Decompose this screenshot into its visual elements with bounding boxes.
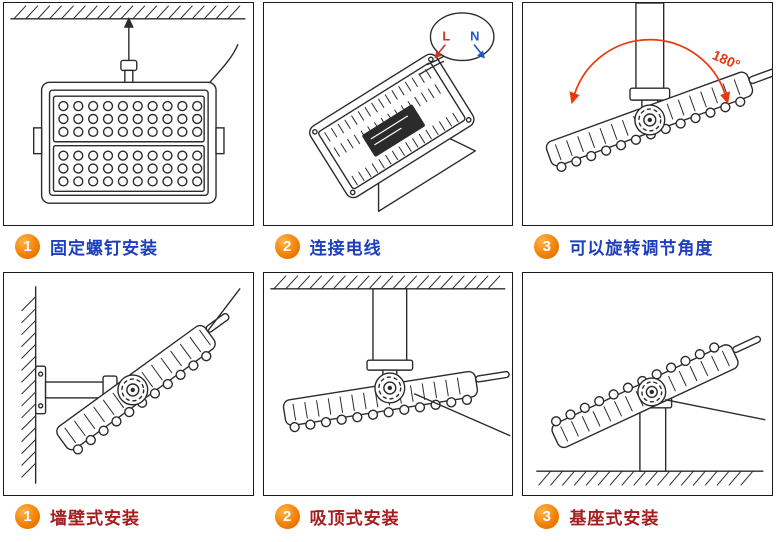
wall-mount-diagram xyxy=(21,286,241,484)
step-badge: 1 xyxy=(15,503,40,529)
diagram-base-mount xyxy=(522,272,773,496)
mounting-screw xyxy=(120,16,138,85)
step-label: 墙壁式安装 xyxy=(50,508,140,528)
led-lens-bumps xyxy=(551,342,720,427)
floodlight-rotation-diagram: 180° xyxy=(546,3,772,173)
ceiling-hatch xyxy=(10,5,246,20)
diagram-install-screws xyxy=(3,2,254,226)
panel-base-mount: 3 基座式安装 xyxy=(522,272,773,540)
panel-rotate-angle: 180° 3 可以旋转调节角度 xyxy=(522,2,773,270)
step-badge: 1 xyxy=(15,233,40,259)
step-label: 吸顶式安装 xyxy=(309,508,400,528)
step-label: 基座式安装 xyxy=(569,508,660,528)
floodlight-front-diagram xyxy=(10,5,246,204)
pivot-joint xyxy=(634,104,666,136)
ceiling-mount-diagram xyxy=(269,275,511,437)
adjust-rod xyxy=(413,393,511,437)
mounting-pole xyxy=(629,3,671,115)
step-label: 连接电线 xyxy=(309,238,382,258)
panel-caption: 2 吸顶式安装 xyxy=(263,496,514,536)
panel-caption: 2 连接电线 xyxy=(263,226,514,266)
led-lens-bumps xyxy=(289,394,472,433)
floodlight-tilted-body xyxy=(308,53,476,212)
step-badge: 3 xyxy=(534,503,560,529)
pivot-joint xyxy=(373,372,406,404)
diagram-ceiling-mount xyxy=(262,272,514,496)
panel-caption: 1 固定螺钉安装 xyxy=(3,226,254,266)
base-mount-diagram xyxy=(536,335,766,486)
diagram-rotate-angle: 180° xyxy=(522,2,773,226)
ceiling-hatch xyxy=(269,275,506,290)
wall-hatch xyxy=(21,286,37,484)
step-badge: 2 xyxy=(274,233,300,259)
support-wire xyxy=(207,288,241,332)
panel-wall-mount: 1 墙壁式安装 xyxy=(3,272,254,540)
mounting-pole xyxy=(365,288,413,381)
panel-install-screws: 1 固定螺钉安装 xyxy=(3,2,254,270)
diagram-wall-mount xyxy=(3,272,254,496)
panel-ceiling-mount: 2 吸顶式安装 xyxy=(262,272,514,540)
wiring-callout: L N xyxy=(429,12,495,62)
live-wire-label: L xyxy=(442,29,450,44)
panel-connect-wires: L N 2 连接电线 xyxy=(262,2,514,270)
step-label: 固定螺钉安装 xyxy=(50,238,158,258)
pivot-joint xyxy=(117,374,149,406)
step-label: 可以旋转调节角度 xyxy=(569,238,714,258)
mounting-bracket xyxy=(377,137,476,212)
pivot-joint xyxy=(637,377,667,407)
product-label xyxy=(361,104,425,157)
diagram-connect-wires: L N xyxy=(262,2,514,226)
step-badge: 3 xyxy=(534,233,560,259)
step-badge: 2 xyxy=(274,503,300,529)
led-lens-bumps xyxy=(556,96,746,173)
panel-caption: 1 墙壁式安装 xyxy=(3,496,254,536)
panel-caption: 3 可以旋转调节角度 xyxy=(522,226,773,266)
adjust-rod xyxy=(748,65,772,85)
adjust-rod xyxy=(665,399,766,421)
power-cable xyxy=(207,43,239,85)
rotation-angle-label: 180° xyxy=(710,47,743,73)
floodlight-wiring-diagram: L N xyxy=(308,12,495,212)
panel-caption: 3 基座式安装 xyxy=(522,496,773,536)
floodlight-body xyxy=(32,81,225,204)
neutral-wire-label: N xyxy=(470,29,479,44)
ground-hatch xyxy=(536,470,764,486)
